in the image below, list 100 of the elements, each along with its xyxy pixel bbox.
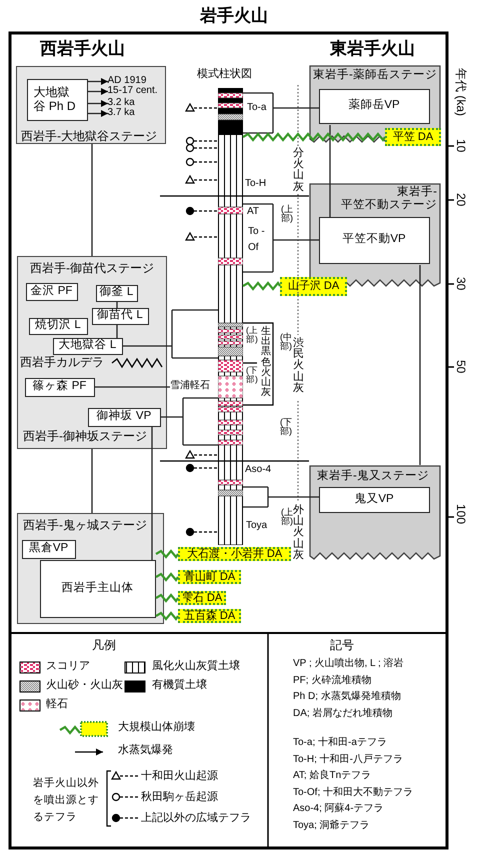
connector-line — [242, 486, 321, 508]
collapse-line — [155, 572, 179, 582]
connector-line — [122, 309, 219, 359]
unit-label: 3.7 ka — [108, 108, 148, 118]
legend-label: 大規模山体崩壊 — [118, 721, 195, 734]
volcano-heading: 東岩手火山 — [330, 40, 415, 59]
caldera-label: 西岩手カルデラ — [20, 356, 104, 370]
collapse-line — [242, 132, 386, 142]
debris-avalanche-box: 大石渡・小岩井 DA — [178, 547, 291, 561]
volcanic-unit-box: 金沢 PF — [26, 282, 78, 300]
volcano-heading: 西岩手火山 — [40, 40, 125, 59]
arrow — [88, 78, 108, 85]
abbreviation-note: DA; 岩屑なだれ堆積物 — [293, 708, 392, 718]
stratigraphic-column — [218, 88, 243, 545]
connector-line — [91, 144, 93, 256]
tephra-label: To-a — [247, 102, 266, 113]
debris-avalanche-box: 青山町 DA — [178, 570, 241, 584]
tick-label: 10 — [454, 139, 468, 152]
stage-panel — [16, 66, 166, 144]
connector-line — [116, 325, 118, 338]
abbreviation-note: AT; 姶良Tnテフラ — [293, 770, 372, 781]
subunit-label: (下部) — [280, 418, 290, 436]
volcanic-unit-box: 御釜 L — [96, 284, 138, 302]
diagram-title: 岩手火山 — [200, 7, 268, 26]
stage-title: 東岩手-薬師岳ステージ — [313, 69, 437, 82]
arrow — [88, 100, 108, 107]
legend-label: 十和田火山起源 — [141, 770, 218, 782]
connector-line — [95, 386, 170, 388]
abbreviation-note: Ph D; 水蒸気爆発堆積物 — [293, 691, 401, 702]
volcanic-unit-box: 御神坂 VP — [88, 408, 160, 426]
arrow — [88, 88, 108, 95]
abbreviation-note: To-H; 十和田-八戸テフラ — [293, 754, 403, 764]
collapse-line — [155, 549, 179, 559]
tick-label: 100 — [454, 504, 468, 524]
tick-label: 50 — [454, 360, 468, 374]
legend-label: 秋田駒ヶ岳起源 — [141, 791, 218, 804]
stage-title: 東岩手-鬼又ステージ — [317, 470, 429, 484]
connector-line — [151, 427, 153, 560]
debris-avalanche-box: 雫石 DA — [178, 591, 226, 605]
subunit-label: (上部) — [246, 326, 256, 344]
legend-label: 上記以外の広域テフラ — [141, 812, 251, 824]
tephra-label: Aso-4 — [245, 464, 272, 475]
connector-line — [160, 397, 219, 446]
connector-line — [242, 92, 321, 134]
connector-line — [419, 265, 421, 465]
debris-avalanche-box: 五百森 DA — [178, 609, 241, 623]
debris-avalanche-box: 山子沢 DA — [280, 277, 347, 296]
stage-title: 西岩手-御神坂ステージ — [23, 430, 147, 444]
connector-line — [91, 449, 93, 513]
subunit-label: (上部) — [281, 508, 292, 526]
collapse-line — [155, 611, 179, 621]
abbreviation-note: To-a; 十和田-aテフラ — [293, 737, 387, 748]
volcanic-unit-box: 篠ヶ森 PF — [24, 378, 94, 396]
tephra-label: AT — [247, 206, 260, 217]
volcanic-unit-box: 鬼又VP — [318, 486, 430, 512]
legend-group-label: 岩手火山以外を噴出源とするテフラ — [33, 776, 99, 825]
abbreviation-note: Aso-4; 阿蘇4-テフラ — [293, 803, 384, 814]
unit-label: 雪浦軽石 — [170, 381, 216, 393]
volcanic-unit-box: 大地獄谷 Ph D — [26, 78, 88, 120]
stage-title: 西岩手-御苗代ステージ — [30, 262, 154, 276]
abbreviation-note: VP ; 火山噴出物, L ; 溶岩 — [293, 658, 404, 669]
connector-line — [116, 302, 118, 308]
tephra-label: To-H — [245, 178, 266, 189]
unit-label: AD 1919 — [108, 76, 166, 86]
legend-label: 水蒸気爆発 — [118, 744, 173, 756]
stage-panel — [17, 256, 167, 449]
tick-label: 20 — [454, 193, 468, 206]
volcanic-unit-box: 大地獄谷 L — [52, 338, 122, 354]
abbreviation-note: Toya; 洞爺テフラ — [293, 820, 370, 830]
abbreviation-note: PF; 火砕流堆積物 — [293, 674, 372, 686]
debris-avalanche-box: 平笠 DA — [385, 128, 441, 146]
ash-layer-label: 渋民火山灰 — [292, 338, 305, 394]
volcanic-unit-box: 平笠不動VP — [318, 216, 430, 264]
panel-heading: 記号 — [330, 639, 354, 652]
stage-title: 東岩手-平笠不動ステージ — [340, 186, 437, 212]
column-heading: 模式柱状図 — [197, 68, 252, 80]
stage-panel — [309, 465, 441, 560]
ash-layer-label: 生出黒色火山灰 — [260, 327, 272, 398]
connector-line — [329, 125, 331, 218]
legend-label: 風化火山灰質土壌 — [152, 660, 240, 672]
tephra-label: Toya — [246, 520, 268, 531]
ash-layer-label: 外山火山灰 — [292, 505, 305, 562]
tephra-label: To -Of — [248, 225, 266, 255]
volcanic-unit-box: 薬師岳VP — [318, 88, 430, 124]
arrow — [88, 110, 108, 117]
legend-label: 軽石 — [46, 698, 68, 710]
subunit-label: (上部) — [281, 205, 292, 224]
connector-line — [242, 203, 321, 273]
tick-label: 30 — [454, 277, 468, 290]
collapse-line — [242, 281, 281, 291]
unit-label: 15-17 cent. — [108, 86, 166, 96]
unit-label: 3.2 ka — [108, 98, 148, 108]
legend-label: 火山砂・火山灰 — [46, 679, 123, 692]
volcanic-unit-box: 西岩手主山体 — [40, 560, 156, 618]
subunit-label: (下部) — [246, 366, 256, 384]
subunit-label: (中部) — [280, 333, 290, 352]
panel-heading: 凡例 — [92, 639, 116, 652]
legend-label: 有機質土壌 — [152, 679, 207, 692]
volcanic-unit-box: 御苗代 L — [92, 308, 148, 324]
legend-label: スコリア — [46, 660, 90, 672]
